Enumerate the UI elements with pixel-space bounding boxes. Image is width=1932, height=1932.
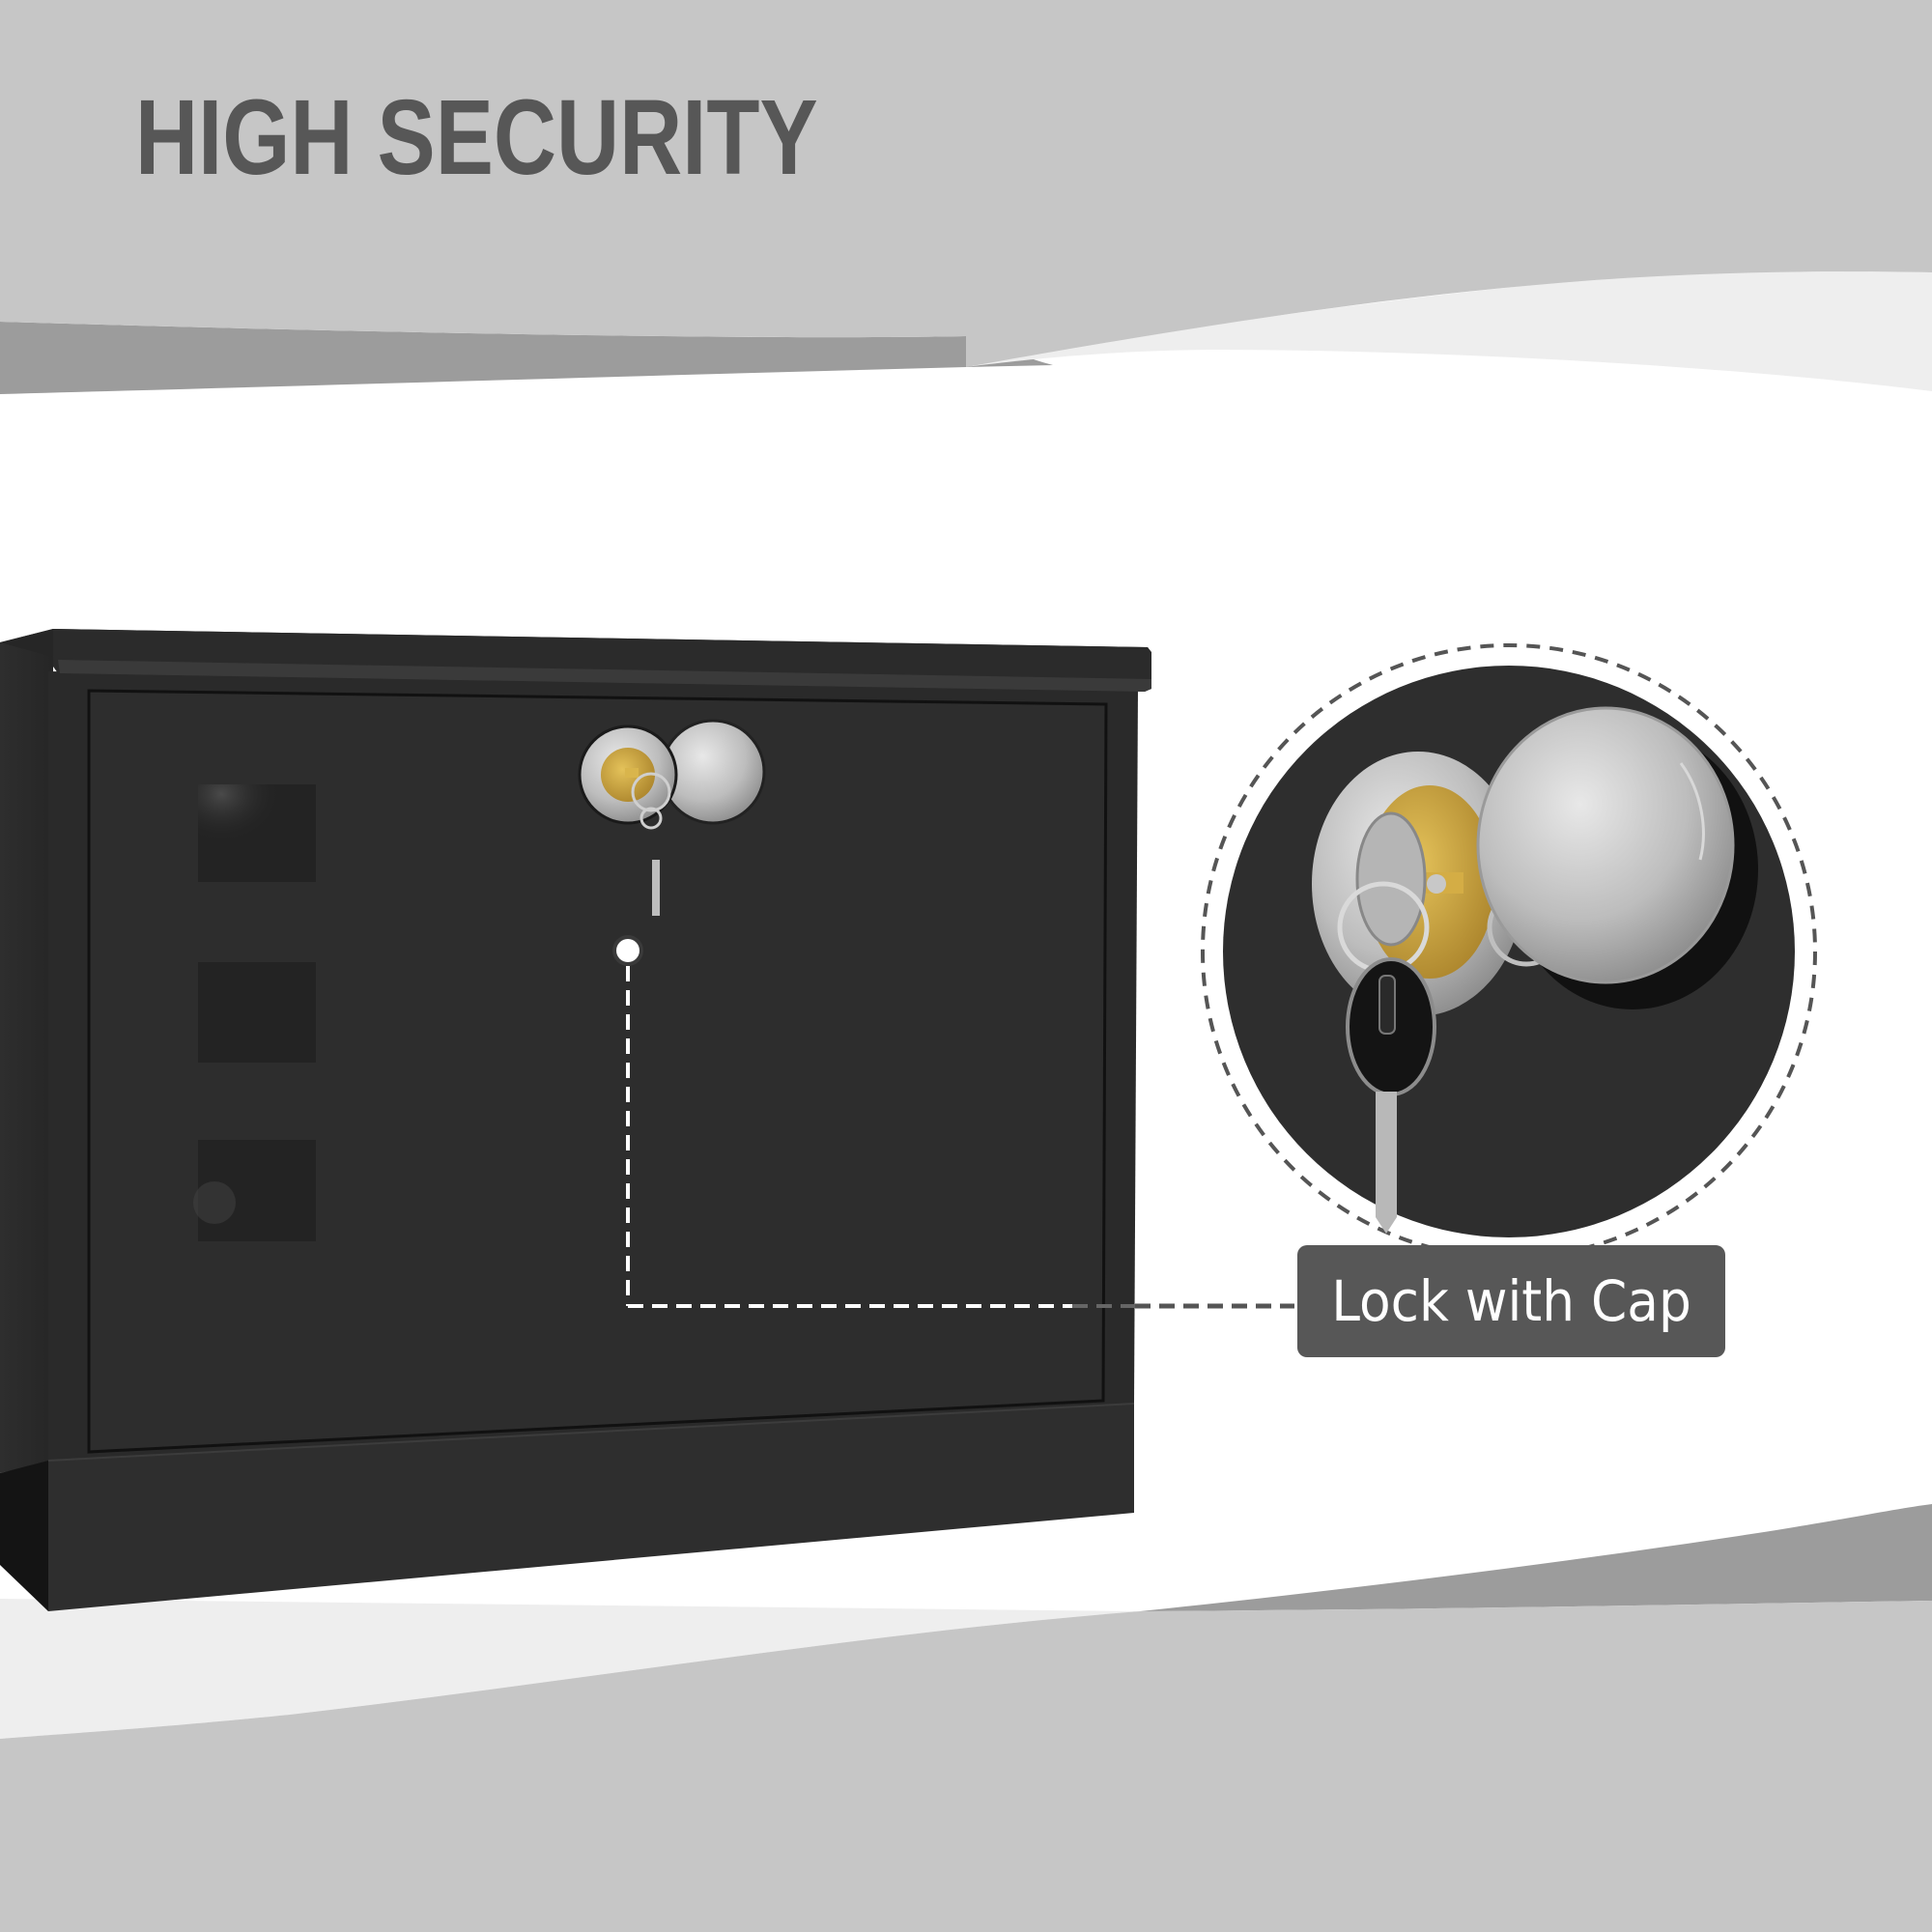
zoom-dashed-ring — [1201, 643, 1817, 1260]
plinth-side — [0, 1461, 48, 1611]
vent-cutouts — [193, 784, 316, 1241]
cabinet-body — [0, 629, 1151, 1611]
bottom-band-dark — [1140, 1504, 1932, 1611]
top-band-dark — [0, 322, 1053, 394]
callout-label-text: Lock with Cap — [1331, 1268, 1691, 1334]
callout-label: Lock with Cap — [1297, 1245, 1725, 1357]
page-title: HIGH SECURITY — [135, 78, 818, 197]
lock-detail-zoom — [1201, 643, 1817, 1260]
top-band-light — [0, 0, 1932, 367]
zoom-key-blade — [1376, 1092, 1397, 1217]
key-ring — [631, 772, 671, 812]
key-blade — [652, 860, 660, 916]
bottom-band-light — [0, 1601, 1932, 1932]
cabinet-lid-edge — [58, 660, 1151, 692]
plinth-front — [48, 1404, 1134, 1611]
callout-leader — [612, 935, 1294, 1309]
cabinet-lock-icon — [578, 719, 766, 916]
vent-2 — [198, 962, 316, 1063]
top-band-pale — [966, 271, 1932, 391]
cabinet-door — [87, 689, 1108, 1454]
zoom-cap — [1476, 706, 1735, 984]
cabinet-side-panel — [0, 629, 53, 1473]
bottom-band-pale — [0, 1599, 1140, 1739]
